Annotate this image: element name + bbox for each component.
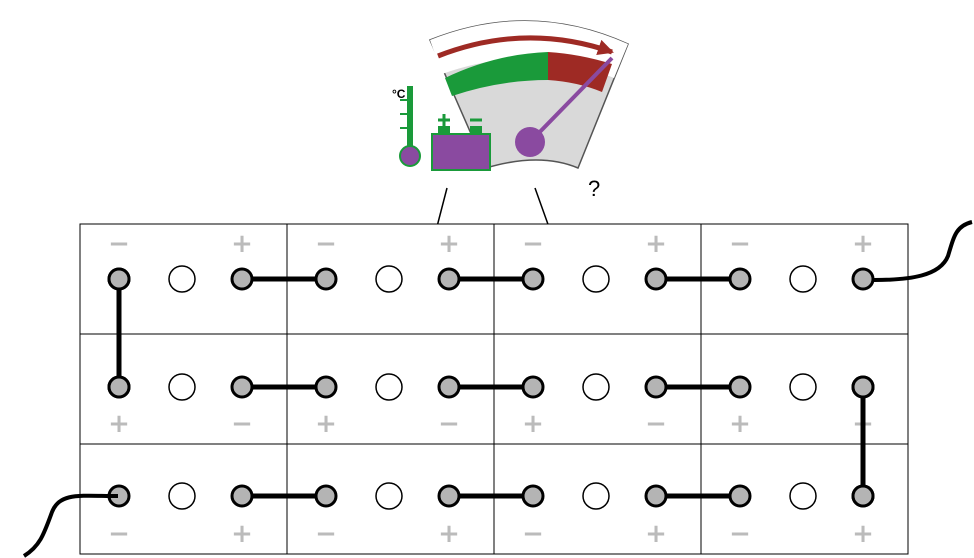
terminal [437, 484, 461, 508]
positive-terminal-label: + [645, 229, 667, 259]
terminal [107, 267, 131, 291]
positive-terminal-label: + [729, 409, 751, 439]
positive-terminal-label: + [852, 519, 874, 549]
terminal [851, 267, 875, 291]
positive-terminal-label: + [645, 519, 667, 549]
terminal [521, 267, 545, 291]
terminal [314, 375, 338, 399]
cell [168, 373, 196, 401]
terminal [314, 484, 338, 508]
cell [789, 373, 817, 401]
positive-terminal-label: + [315, 409, 337, 439]
terminal [644, 267, 668, 291]
cell [582, 482, 610, 510]
terminal [437, 375, 461, 399]
lead-wire-positive [873, 220, 973, 282]
battery-bank: −+−+−+−++−+−+−+−−+−+−+−+ [79, 223, 909, 555]
terminal [437, 267, 461, 291]
negative-terminal-label: − [231, 409, 253, 439]
positive-terminal-label: + [231, 229, 253, 259]
negative-terminal-label: − [315, 229, 337, 259]
negative-terminal-label: − [522, 229, 544, 259]
terminal [230, 375, 254, 399]
negative-terminal-label: − [438, 409, 460, 439]
terminal [851, 375, 875, 399]
cell [789, 265, 817, 293]
positive-terminal-label: + [231, 519, 253, 549]
negative-terminal-label: − [645, 409, 667, 439]
terminal [644, 375, 668, 399]
question-mark-label: ? [588, 176, 601, 201]
cell [582, 265, 610, 293]
cell [375, 373, 403, 401]
terminal [728, 375, 752, 399]
negative-terminal-label: − [108, 519, 130, 549]
negative-terminal-label: − [108, 229, 130, 259]
terminal [644, 484, 668, 508]
terminal [728, 267, 752, 291]
thermometer-unit-label: °C [392, 87, 406, 101]
lead-wire-negative [22, 493, 119, 558]
negative-terminal-label: − [522, 519, 544, 549]
terminal [230, 484, 254, 508]
positive-terminal-label: + [438, 229, 460, 259]
terminal [851, 484, 875, 508]
positive-terminal-label: + [438, 519, 460, 549]
negative-terminal-label: − [315, 519, 337, 549]
terminal [728, 484, 752, 508]
cell [789, 482, 817, 510]
terminal [521, 484, 545, 508]
cell [168, 482, 196, 510]
cell [582, 373, 610, 401]
negative-terminal-label: − [729, 519, 751, 549]
negative-terminal-label: − [729, 229, 751, 259]
cell [375, 265, 403, 293]
terminal [521, 375, 545, 399]
thermometer-icon: °C [392, 86, 421, 167]
cell [375, 482, 403, 510]
positive-terminal-label: + [108, 409, 130, 439]
positive-terminal-label: + [522, 409, 544, 439]
battery-icon [431, 114, 491, 171]
cell [168, 265, 196, 293]
terminal [314, 267, 338, 291]
terminal [230, 267, 254, 291]
terminal [107, 375, 131, 399]
positive-terminal-label: + [852, 229, 874, 259]
